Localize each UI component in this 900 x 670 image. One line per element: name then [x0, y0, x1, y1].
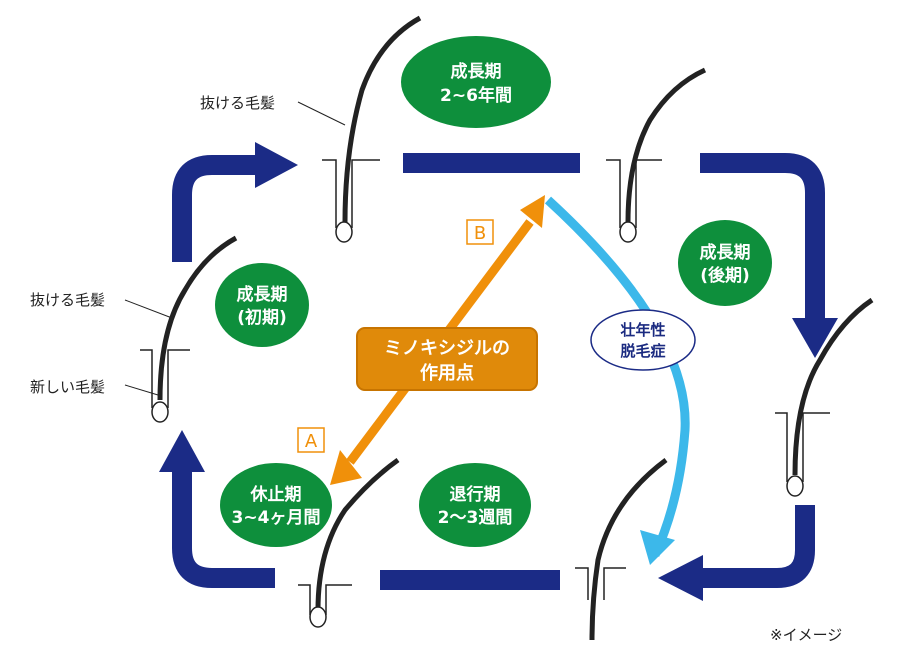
minoxidil-box: ミノキシジルの 作用点	[356, 327, 538, 391]
label-falling-hair-top: 抜ける毛髪	[200, 94, 275, 112]
phase-anagen-early-name: 成長期	[237, 284, 288, 305]
hair-top-left	[322, 15, 422, 243]
arrow-heads	[159, 142, 838, 601]
point-a: A	[297, 427, 325, 453]
phase-anagen: 成長期 2~6年間	[401, 36, 551, 128]
phase-anagen-early-sub: (初期)	[237, 307, 287, 328]
phase-anagen-duration: 2~6年間	[440, 85, 512, 106]
phase-catagen-duration: 2～3週間	[438, 508, 513, 528]
point-a-label: A	[305, 431, 318, 452]
hair-left	[140, 235, 238, 423]
arrow-bottom-left	[172, 468, 275, 588]
arrow-head-b	[520, 195, 545, 228]
phase-anagen-late-name: 成長期	[700, 242, 751, 263]
hair-bottom-right	[575, 457, 668, 641]
hair-bottom-left	[298, 457, 400, 628]
phase-anagen-name: 成長期	[451, 61, 502, 82]
minoxidil-line1: ミノキシジルの	[384, 338, 510, 359]
phase-catagen: 退行期 2～3週間	[419, 463, 531, 547]
phase-anagen-early: 成長期 (初期)	[215, 263, 309, 347]
cycle-arrows	[172, 153, 825, 590]
aga-arrow	[544, 196, 690, 557]
hair-top-right	[606, 67, 707, 243]
hair-right	[775, 297, 874, 497]
phase-telogen-duration: 3~4ヶ月間	[232, 508, 321, 528]
arrow-bottom-right	[700, 505, 815, 588]
label-falling-hair-left: 抜ける毛髪	[30, 291, 105, 309]
arrow-top-right	[700, 153, 825, 322]
point-b: B	[466, 219, 494, 245]
aga-line1: 壮年性	[620, 321, 665, 339]
aga-label: 壮年性 脱毛症	[590, 309, 696, 371]
label-new-hair: 新しい毛髪	[30, 378, 105, 396]
hairs	[140, 15, 874, 641]
leader-lines	[124, 101, 346, 396]
arrow-top-left	[172, 155, 262, 262]
phase-anagen-late: 成長期 (後期)	[678, 220, 772, 306]
aga-line2: 脱毛症	[620, 342, 665, 360]
minoxidil-line2: 作用点	[420, 362, 474, 384]
phase-telogen: 休止期 3~4ヶ月間	[220, 463, 332, 547]
phase-anagen-late-sub: (後期)	[700, 265, 750, 286]
phase-catagen-name: 退行期	[450, 484, 501, 505]
phase-telogen-name: 休止期	[250, 484, 302, 505]
image-note: ※イメージ	[770, 626, 842, 644]
arrow-head-a	[330, 450, 362, 485]
point-b-label: B	[474, 223, 486, 244]
aga-arrow-head	[640, 530, 675, 565]
